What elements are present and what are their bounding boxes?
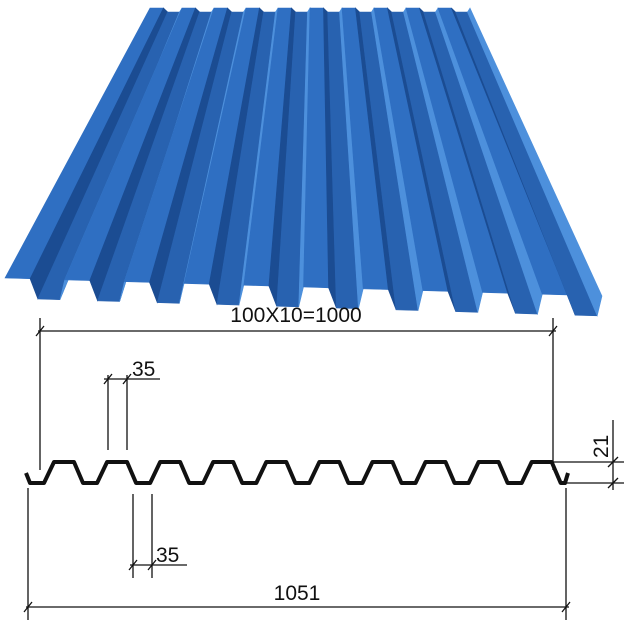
dimension-cover-width (35, 318, 558, 470)
bottom-pan-width-label: 35 (156, 544, 179, 567)
total-width-label: 1051 (274, 582, 321, 605)
profile-cross-section (24, 460, 570, 485)
dimension-top-rib-width (103, 373, 160, 450)
cover-width-label: 100X10=1000 (230, 304, 361, 327)
top-rib-width-label: 35 (132, 358, 155, 381)
dimension-height (545, 420, 624, 490)
profile-outline (24, 460, 570, 485)
dimension-bottom-pan-width (128, 494, 187, 578)
sheet-rib-face (467, 7, 603, 317)
height-label: 21 (590, 435, 613, 458)
dimension-total-width (23, 488, 571, 620)
sheet-3d-render (4, 6, 603, 317)
